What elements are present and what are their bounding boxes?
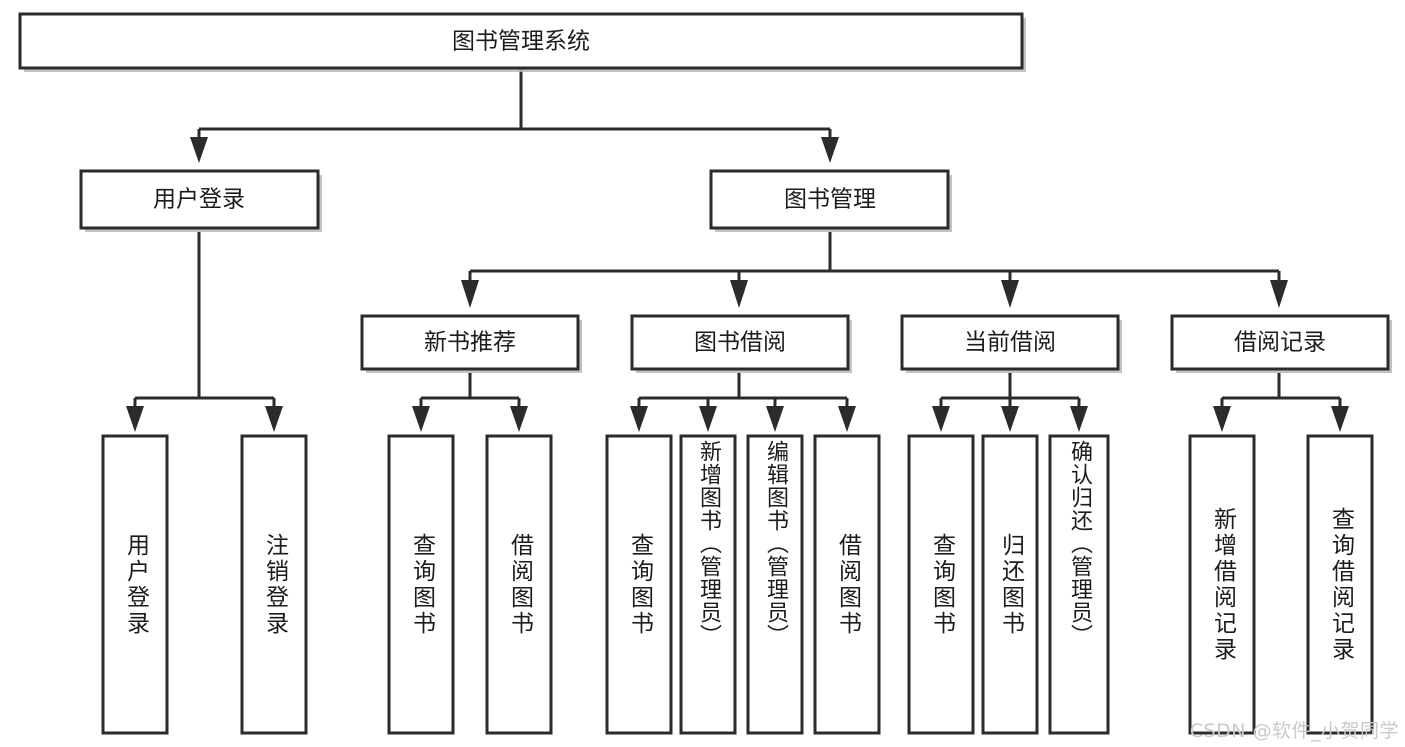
leaf-box-cur-query[interactable] — [907, 434, 975, 735]
arrowhead-icon — [265, 406, 283, 432]
node-root-box[interactable] — [18, 12, 1024, 70]
node-user-login-box[interactable] — [79, 169, 320, 230]
leaf-box-cur-return[interactable] — [981, 434, 1039, 735]
leaf-box-borrow-add[interactable] — [679, 434, 737, 735]
node-root-label: 图书管理系统 — [452, 29, 590, 55]
arrowhead-group — [126, 137, 1349, 432]
node-book-manage[interactable]: 图书管理 — [709, 169, 952, 232]
node-user-login[interactable]: 用户登录 — [79, 169, 322, 232]
node-borrow-record[interactable]: 借阅记录 — [1170, 314, 1392, 373]
watermark-text: CSDN @软件_小贺同学 — [1189, 720, 1399, 742]
arrowhead-icon — [461, 280, 479, 308]
arrowhead-icon — [510, 406, 528, 432]
node-current-borrow-box[interactable] — [900, 314, 1120, 371]
node-new-book-recommend[interactable]: 新书推荐 — [360, 314, 582, 373]
leaf-box-rec-search[interactable] — [1306, 434, 1374, 735]
node-book-borrow-box[interactable] — [630, 314, 850, 371]
arrowhead-icon — [630, 406, 648, 432]
node-current-borrow-label: 当前借阅 — [964, 330, 1056, 356]
arrowhead-icon — [766, 406, 784, 432]
arrowhead-icon — [821, 137, 839, 163]
leaf-box-rec-add[interactable] — [1188, 434, 1256, 735]
node-book-manage-box[interactable] — [709, 169, 950, 230]
arrowhead-icon — [838, 406, 856, 432]
node-book-borrow-label: 图书借阅 — [694, 330, 786, 356]
node-root[interactable]: 图书管理系统 — [18, 12, 1026, 72]
leaf-box-cur-confirm[interactable] — [1048, 434, 1110, 735]
node-book-manage-label: 图书管理 — [784, 187, 876, 213]
arrowhead-icon — [932, 406, 950, 432]
leaf-box-borrow-edit[interactable] — [746, 434, 804, 735]
leaf-box-rec-query[interactable] — [387, 434, 455, 735]
leaf-box-login-logout[interactable] — [240, 434, 308, 735]
arrowhead-icon — [1001, 280, 1019, 308]
node-new-book-recommend-label: 新书推荐 — [424, 330, 516, 356]
arrowhead-icon — [1213, 406, 1231, 432]
arrowhead-icon — [1331, 406, 1349, 432]
arrowhead-icon — [1270, 280, 1288, 308]
node-new-book-recommend-box[interactable] — [360, 314, 580, 371]
node-borrow-record-box[interactable] — [1170, 314, 1390, 371]
arrowhead-icon — [126, 406, 144, 432]
leaf-box-login-user[interactable] — [101, 434, 169, 735]
arrowhead-icon — [730, 280, 748, 308]
leaf-box-borrow-take[interactable] — [813, 434, 881, 735]
node-borrow-record-label: 借阅记录 — [1234, 330, 1326, 356]
leaf-box-borrow-query[interactable] — [605, 434, 673, 735]
node-current-borrow[interactable]: 当前借阅 — [900, 314, 1122, 373]
leaf-box-rec-borrow[interactable] — [485, 434, 553, 735]
arrowhead-icon — [190, 137, 208, 163]
node-book-borrow[interactable]: 图书借阅 — [630, 314, 852, 373]
node-user-login-label: 用户登录 — [153, 187, 245, 213]
leaf-box-group — [101, 434, 1374, 735]
arrowhead-icon — [412, 406, 430, 432]
arrowhead-icon — [1001, 406, 1019, 432]
arrowhead-icon — [699, 406, 717, 432]
arrowhead-icon — [1070, 406, 1088, 432]
